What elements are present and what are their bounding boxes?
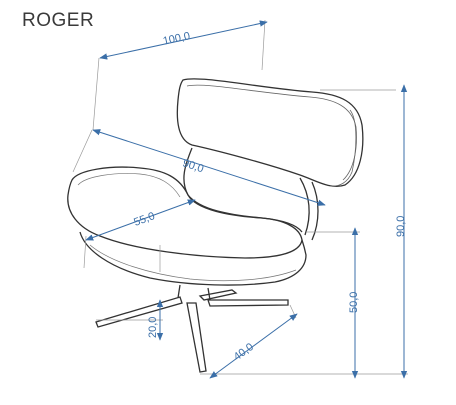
width-label: 100,0 (162, 30, 191, 47)
seat-shell (79, 231, 307, 286)
backrest (176, 78, 364, 187)
width-dimension-line (99, 20, 268, 60)
product-title: ROGER (22, 10, 95, 31)
seat-height-label: 50,0 (348, 292, 360, 313)
guide-lines (72, 19, 408, 375)
base-leg-left (95, 296, 183, 328)
swivel-column (177, 284, 211, 301)
leg-length-dimension-line (209, 313, 298, 379)
depth-dimension-line (92, 129, 326, 206)
seat-depth-label: 55,0 (132, 210, 156, 229)
chair-outline (67, 78, 364, 373)
total-height-label: 90,0 (395, 216, 407, 237)
base-height-label: 20,0 (147, 317, 159, 338)
dimension-lines (85, 20, 408, 379)
base-leg-right (207, 299, 289, 307)
base-leg-front (186, 302, 207, 373)
seat-depth-dimension-line (85, 199, 196, 241)
leg-length-label: 40,0 (232, 341, 256, 363)
seat-cushion (67, 166, 303, 259)
base-leg-back (198, 289, 238, 301)
